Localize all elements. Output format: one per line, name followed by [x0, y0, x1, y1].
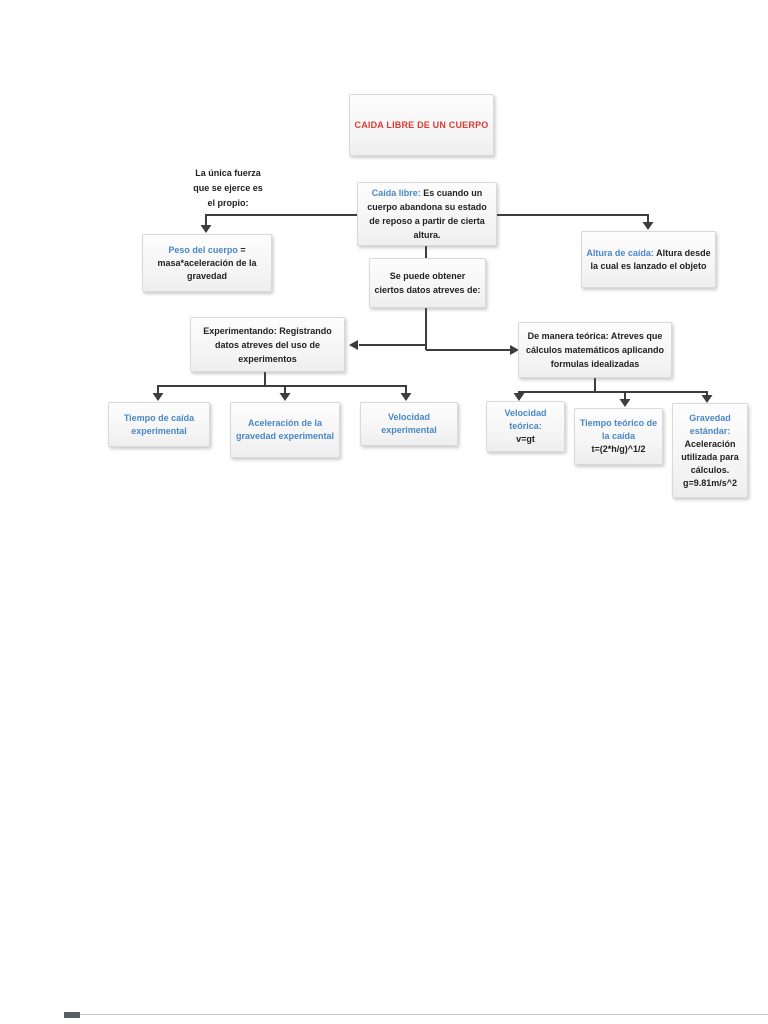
node-tiempo-teorico-formula: t=(2*h/g)^1/2 — [591, 444, 646, 454]
node-aceleracion-gravedad-experimental: Aceleración de la gravedad experimental — [230, 402, 340, 458]
node-tiempo-caida-experimental-label: Tiempo de caída experimental — [123, 412, 195, 436]
node-se-puede-obtener-body: Se puede obtener ciertos datos atreves d… — [374, 271, 481, 295]
node-altura-body: Altura desde la cual es lanzado el objet… — [590, 247, 711, 271]
node-tiempo-caida-experimental: Tiempo de caída experimental — [108, 402, 210, 447]
node-tiempo-teorico-lead: Tiempo teórico de la caída — [579, 418, 658, 441]
node-title: CAIDA LIBRE DE UN CUERPO — [349, 94, 494, 156]
node-experimentando: Experimentando: Registrando datos atreve… — [190, 317, 345, 372]
node-de-manera-teorica-body: De manera teórica: Atreves que cálculos … — [525, 331, 665, 369]
node-altura-de-caida: Altura de caída: Altura desde la cual es… — [581, 231, 716, 288]
node-peso-body: = masa*aceleración de la gravedad — [157, 244, 257, 281]
node-caida-libre: Caída libre: Es cuando un cuerpo abandon… — [357, 182, 497, 246]
node-gravedad-estandar-body: Aceleración utilizada para cálculos. g=9… — [681, 438, 739, 488]
node-caida-libre-lead: Caída libre: — [371, 188, 421, 198]
node-de-manera-teorica: De manera teórica: Atreves que cálculos … — [518, 322, 672, 378]
page-break-line — [64, 1014, 768, 1015]
node-velocidad-teorica: Velocidad teórica: v=gt — [486, 401, 565, 452]
node-velocidad-experimental: Velocidad experimental — [360, 402, 458, 446]
side-note-line: La única fuerza — [195, 168, 261, 178]
node-tiempo-teorico: Tiempo teórico de la caída t=(2*h/g)^1/2 — [574, 408, 663, 465]
node-altura-lead: Altura de caída: — [586, 247, 654, 258]
diagram-title: CAIDA LIBRE DE UN CUERPO — [354, 119, 489, 130]
node-velocidad-experimental-label: Velocidad experimental — [381, 412, 437, 435]
node-velocidad-teorica-formula: v=gt — [516, 434, 535, 444]
node-peso-lead: Peso del cuerpo — [168, 244, 238, 255]
page-corner-mark — [64, 1012, 80, 1018]
node-gravedad-estandar: Gravedad estándar: Aceleración utilizada… — [672, 403, 748, 498]
node-caida-libre-body: Es cuando un cuerpo abandona su estado d… — [367, 188, 487, 240]
side-note: La única fuerza que se ejerce es el prop… — [172, 166, 284, 211]
node-gravedad-estandar-lead: Gravedad estándar: — [689, 412, 731, 436]
node-velocidad-teorica-lead: Velocidad teórica: — [504, 408, 547, 431]
side-note-line: que se ejerce es — [193, 183, 263, 193]
side-note-line: el propio: — [207, 198, 249, 208]
node-experimentando-body: Experimentando: Registrando datos atreve… — [203, 325, 332, 364]
node-peso-del-cuerpo: Peso del cuerpo = masa*aceleración de la… — [142, 234, 272, 292]
node-aceleracion-gravedad-experimental-label: Aceleración de la gravedad experimental — [235, 418, 335, 441]
node-se-puede-obtener: Se puede obtener ciertos datos atreves d… — [369, 258, 486, 308]
